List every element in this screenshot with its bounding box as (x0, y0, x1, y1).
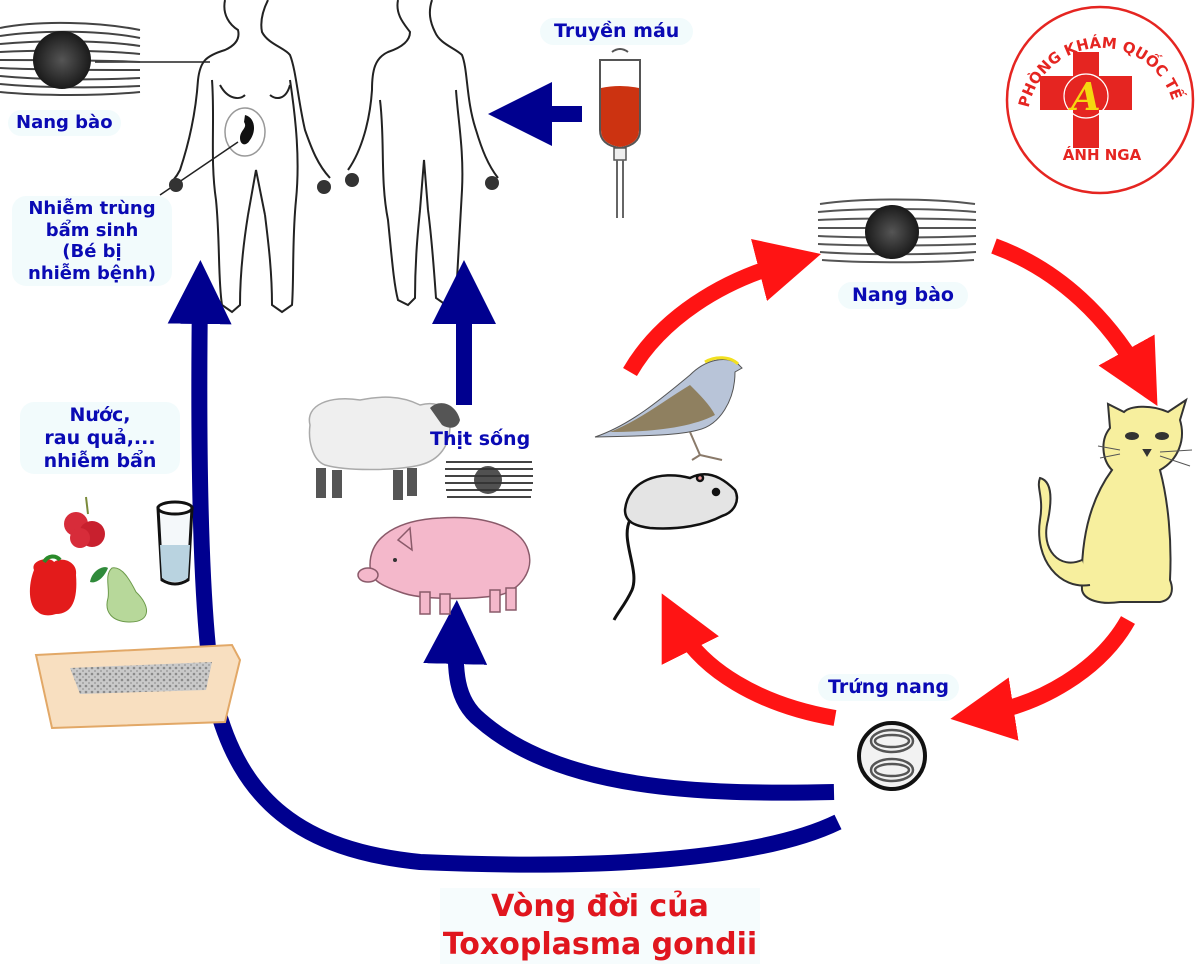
human-figure (347, 0, 499, 307)
label-congenital-line4: nhiễm bệnh) (28, 262, 156, 284)
hand-icon (485, 176, 499, 190)
label-congenital-line1: Nhiễm trùng (28, 198, 156, 219)
blood-bag (599, 48, 641, 218)
diagram-title: Vòng đời của Toxoplasma gondii (440, 888, 760, 964)
right-hand-icon (317, 180, 331, 194)
left-hand-icon (169, 178, 183, 192)
label-contaminated-line1: Nước, (69, 404, 131, 426)
label-contaminated-sources: Nước, rau quả,... nhiễm bẩn (20, 402, 180, 475)
hand-icon (345, 173, 359, 187)
oocyst (857, 721, 927, 791)
arrow-cyst-to-cat (991, 238, 1158, 407)
pear (90, 567, 147, 623)
title-line1: Vòng đời của (491, 889, 709, 924)
meat-cyst (445, 461, 533, 498)
raspberries (64, 496, 105, 548)
arrow-prey-to-cyst (623, 238, 821, 377)
tissue-cyst-human (0, 21, 141, 96)
sheep (308, 396, 460, 500)
label-congenital-infection: Nhiễm trùng bẩm sinh (Bé bị nhiễm bệnh) (12, 196, 172, 287)
label-congenital-line2: bẩm sinh (45, 219, 139, 241)
clinic-logo: PHÒNG KHÁM QUỐC TẾ A ÁNH NGA (1005, 5, 1195, 195)
arrow-oocyst-to-prey (661, 593, 837, 726)
mouse (612, 473, 739, 621)
label-tissue-cyst-cycle: Nang bào (838, 282, 968, 309)
apple (29, 554, 77, 616)
label-tissue-cyst-human: Nang bào (8, 110, 121, 136)
glass-of-water (156, 500, 194, 586)
label-contaminated-line2: rau quả,... (44, 426, 156, 449)
logo-bottom-text: ÁNH NGA (1063, 145, 1142, 164)
label-contaminated-line3: nhiễm bẩn (43, 449, 157, 472)
label-raw-meat: Thịt sống (430, 428, 531, 450)
arrow-cat-to-oocyst (950, 615, 1135, 741)
label-oocyst: Trứng nang (818, 674, 959, 701)
title-line2: Toxoplasma gondii (442, 927, 758, 962)
arrow-oocyst-to-livestock (423, 600, 835, 801)
cycle-arrows (623, 238, 1158, 741)
cat (1037, 397, 1193, 604)
label-congenital-line3: (Bé bị (62, 241, 122, 263)
litter-box (34, 643, 242, 730)
fetus-icon (240, 115, 255, 145)
tissue-cyst-cycle (817, 198, 977, 264)
logo-monogram: A (1068, 74, 1100, 119)
arrow-oocyst-to-pregnant-woman (167, 260, 842, 873)
pig (357, 516, 531, 615)
bird (594, 356, 743, 461)
transmission-arrows (167, 82, 842, 873)
label-transfusion: Truyền máu (540, 18, 694, 45)
